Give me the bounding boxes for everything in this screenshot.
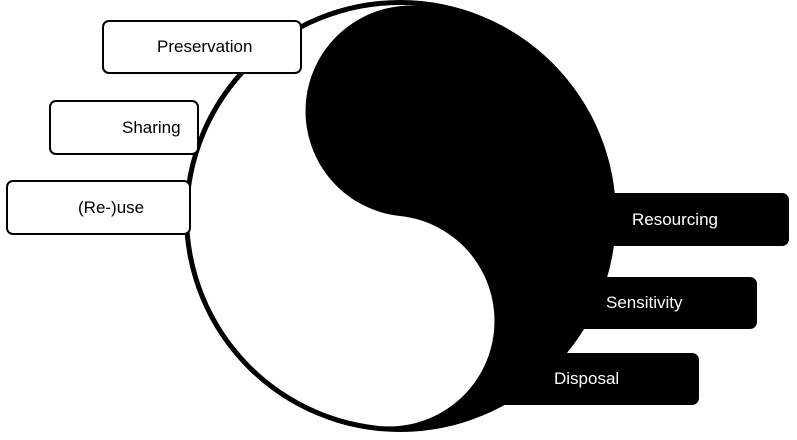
yin-yang-dark-dot (369, 68, 443, 142)
label-box-preservation: Preservation (102, 20, 302, 74)
label-disposal: Disposal (554, 369, 620, 388)
label-box-reuse: (Re-)use (6, 180, 191, 235)
label-resourcing: Resourcing (632, 209, 718, 229)
label-reuse: (Re-)use (78, 197, 145, 217)
label-box-sharing: Sharing (49, 100, 199, 155)
label-box-disposal: Disposal (490, 353, 699, 405)
yin-yang-light-dot (369, 289, 443, 363)
label-sharing: Sharing (122, 117, 181, 137)
label-sensitivity: Sensitivity (606, 293, 683, 312)
label-box-sensitivity: Sensitivity (570, 277, 757, 329)
label-box-resourcing: Resourcing (590, 193, 789, 246)
label-preservation: Preservation (157, 37, 253, 56)
